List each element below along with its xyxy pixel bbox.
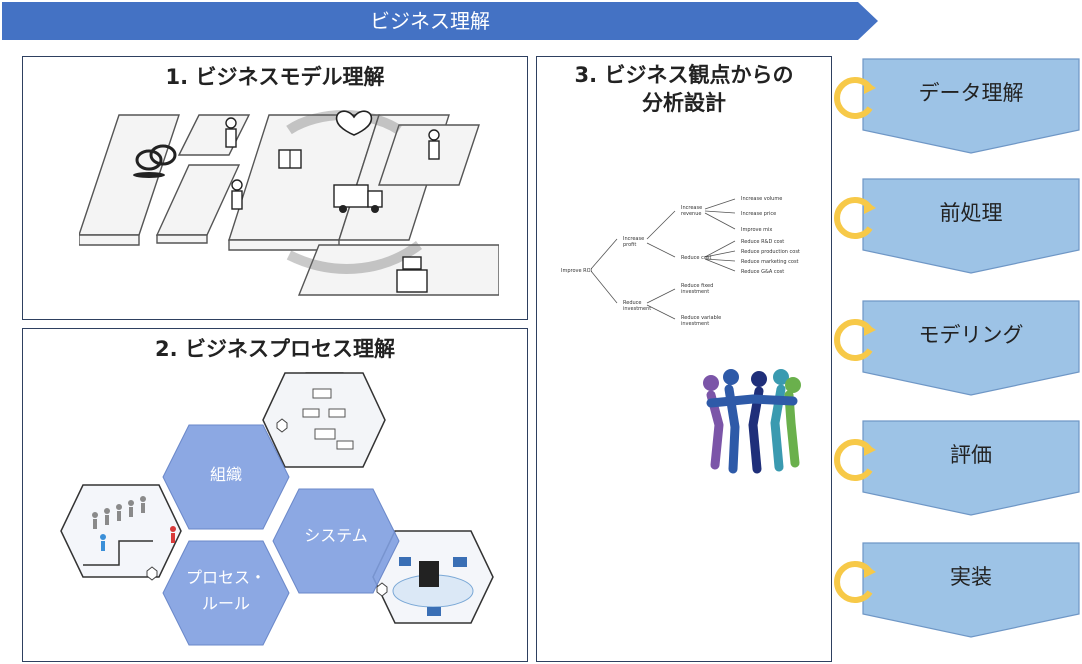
- cycle-arrow-icon: [834, 561, 876, 603]
- step-label-modeling: モデリング: [918, 323, 1024, 347]
- tree-reduce-rd: Reduce R&D cost: [741, 239, 784, 245]
- step-modeling: モデリング: [862, 300, 1080, 396]
- step-chevron-shape: [862, 58, 1080, 154]
- business-model-title: 1. ビジネスモデル理解: [165, 65, 385, 89]
- business-model-canvas-illustration: [79, 110, 499, 296]
- tree-reduce-variable-l2: investment: [681, 321, 709, 327]
- tree-increase-volume: Increase volume: [741, 196, 782, 202]
- tree-reduce-variable-l1: Reduce variable: [681, 315, 721, 321]
- step-chevron-shape: [862, 420, 1080, 516]
- banner-title: ビジネス理解: [370, 9, 490, 33]
- step-chevron-shape: [862, 542, 1080, 638]
- step-evaluation: 評価: [862, 420, 1080, 516]
- step-label-data-understanding: データ理解: [918, 81, 1024, 105]
- tree-increase-revenue-l1: Increase: [681, 205, 702, 211]
- tree-reduce-production: Reduce production cost: [741, 249, 800, 255]
- cycle-arrow-icon: [834, 77, 876, 119]
- roi-driver-tree: Improve ROI Increase profit Increase rev…: [561, 196, 800, 327]
- process-hexagon-diagram: [60, 372, 494, 646]
- hexagon-organization: 組織: [209, 465, 242, 484]
- hexagon-system: システム: [304, 526, 368, 545]
- tree-improve-mix: Improve mix: [741, 227, 772, 233]
- step-data-understanding: データ理解: [862, 58, 1080, 154]
- tree-increase-price: Increase price: [741, 211, 776, 217]
- step-label-evaluation: 評価: [950, 443, 992, 467]
- step-label-deployment: 実装: [950, 565, 992, 589]
- tree-increase-profit-l1: Increase: [623, 236, 644, 242]
- analysis-design-panel: 3. ビジネス観点からの 分析設計 Improve ROI Increase p…: [536, 56, 832, 662]
- tree-reduce-investment-l1: Reduce: [623, 300, 642, 306]
- step-deployment: 実装: [862, 542, 1080, 638]
- business-process-title: 2. ビジネスプロセス理解: [155, 337, 395, 361]
- analysis-design-title-line2: 分析設計: [642, 91, 726, 115]
- banner-arrow-shape: [2, 2, 878, 40]
- step-label-preprocessing: 前処理: [939, 201, 1003, 225]
- tree-reduce-investment-l2: investment: [623, 306, 651, 312]
- step-preprocessing: 前処理: [862, 178, 1080, 274]
- tree-root: Improve ROI: [561, 268, 592, 274]
- tree-reduce-marketing: Reduce marketing cost: [741, 259, 799, 265]
- cycle-arrow-icon: [834, 319, 876, 361]
- cycle-arrow-icon: [834, 197, 876, 239]
- tree-reduce-fixed-l2: investment: [681, 289, 709, 295]
- business-process-panel: 2. ビジネスプロセス理解: [22, 328, 528, 662]
- tree-reduce-fixed-l1: Reduce fixed: [681, 283, 713, 289]
- step-chevron-shape: [862, 300, 1080, 396]
- business-understanding-banner: ビジネス理解: [0, 0, 880, 42]
- tree-increase-revenue-l2: revenue: [681, 211, 701, 217]
- cycle-arrow-icon: [834, 439, 876, 481]
- analysis-design-title-line1: 3. ビジネス観点からの: [574, 63, 794, 87]
- hexagon-process-rules: プロセス・ ルール: [185, 568, 266, 613]
- tree-reduce-cost: Reduce cost: [681, 255, 711, 261]
- step-chevron-shape: [862, 178, 1080, 274]
- tree-reduce-ga: Reduce G&A cost: [741, 269, 784, 275]
- tree-increase-profit-l2: profit: [623, 242, 636, 248]
- team-huddle-illustration: [703, 369, 801, 474]
- business-model-panel: 1. ビジネスモデル理解: [22, 56, 528, 320]
